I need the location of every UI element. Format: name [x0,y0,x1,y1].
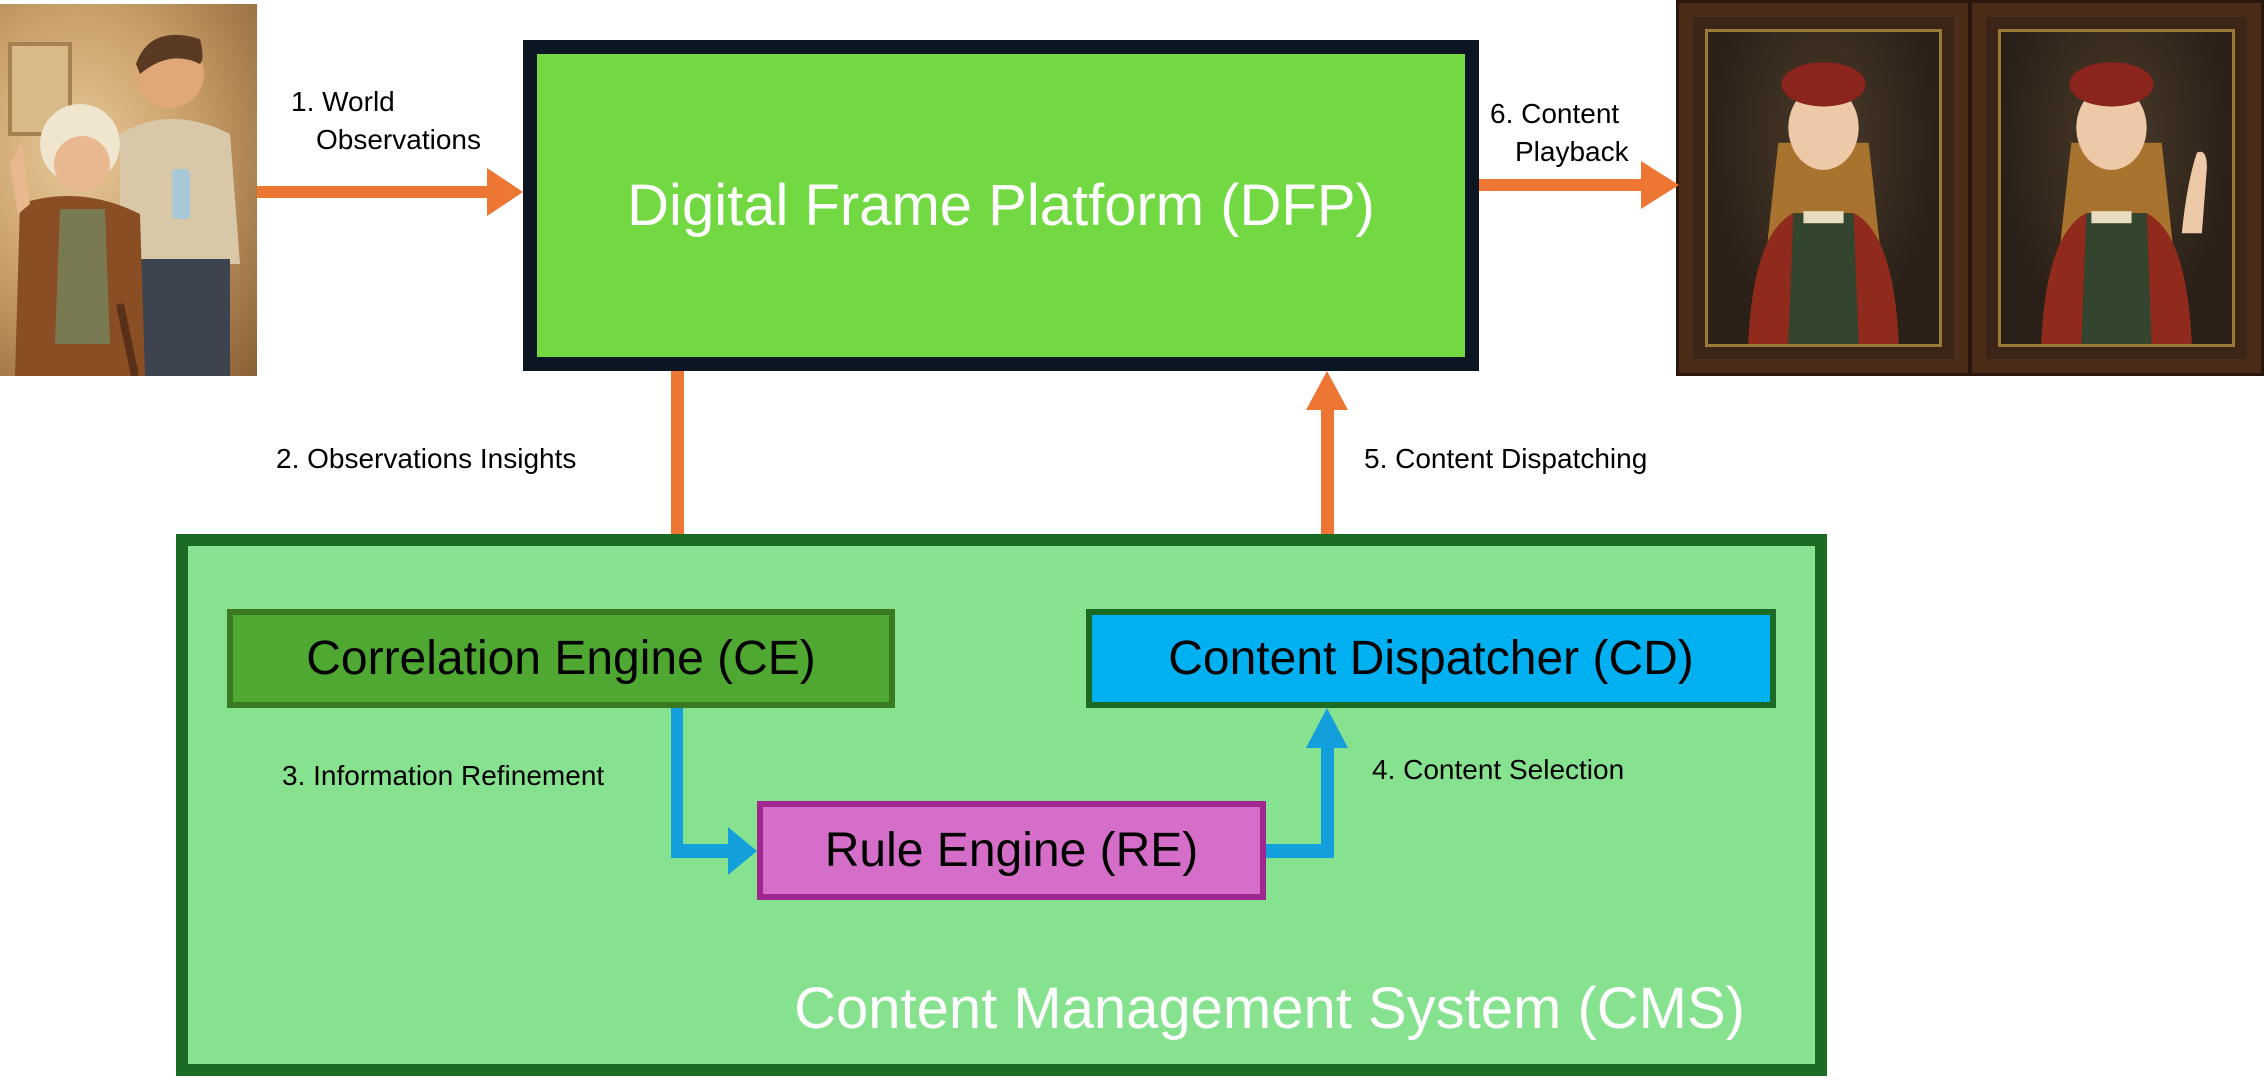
portrait-woman-icon [1748,62,1899,344]
ce-label: Correlation Engine (CE) [306,632,816,685]
edge-2-line [671,371,684,534]
portrait-canvas-2 [1998,29,2235,347]
visitors-illustration [0,4,257,376]
edge-6-label-line2: Playback [1515,136,1629,167]
edge-3-arrow [671,708,757,875]
portrait-frame-1 [1676,0,1971,376]
edge-1-label-line1: 1. World [291,86,395,117]
edge-6-label-line1: 6. Content [1490,98,1620,129]
ce-node: Correlation Engine (CE) [227,609,895,708]
dfp-node: Digital Frame Platform (DFP) [523,40,1479,371]
re-label: Rule Engine (RE) [824,824,1199,877]
edge-3-label: 3. Information Refinement [282,760,605,791]
edge-5-label: 5. Content Dispatching [1364,443,1648,474]
re-node: Rule Engine (RE) [757,801,1266,900]
portrait-frame-2 [1969,0,2264,376]
cms-title: Content Management System (CMS) [794,976,1745,1041]
edge-4-arrow [1266,708,1348,858]
dfp-label: Digital Frame Platform (DFP) [627,173,1375,238]
edge-6-arrow [1479,161,1679,209]
portrait-canvas-1 [1705,29,1942,347]
edge-5-arrow [1306,371,1348,534]
visitors-illustration-art [8,34,240,376]
edge-4-label: 4. Content Selection [1372,754,1625,785]
cd-label: Content Dispatcher (CD) [1168,632,1694,685]
edge-1-arrow [257,168,523,216]
edge-2-label: 2. Observations Insights [276,443,577,474]
edge-1-label-line2: Observations [316,124,481,155]
cd-node: Content Dispatcher (CD) [1086,609,1776,708]
portrait-woman-waving-icon [2041,62,2207,344]
